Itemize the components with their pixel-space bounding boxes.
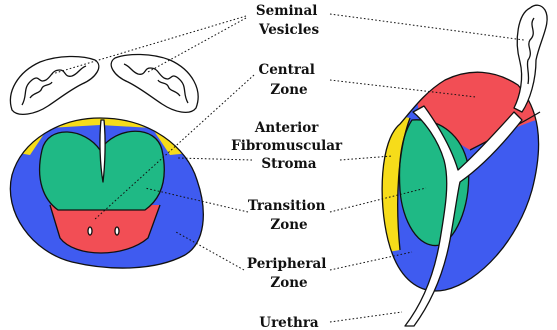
label-central-zone-line2: Zone [270, 82, 307, 98]
label-afs-line3: Stroma [261, 156, 316, 172]
seminal-vesicle-left [10, 56, 98, 114]
label-seminal-vesicles-line1: Seminal [256, 3, 317, 19]
label-urethra: Urethra [259, 315, 319, 330]
label-seminal-vesicles-line2: Vesicles [258, 22, 319, 38]
label-transition-zone-line1: Transition [248, 198, 326, 214]
sagittal-section [370, 5, 557, 326]
axial-cross-section [0, 110, 220, 280]
label-afs-line2: Fibromuscular [231, 138, 343, 154]
label-seminal-vesicles: Seminal Vesicles [256, 3, 322, 38]
label-transition-zone: Transition Zone [248, 198, 330, 233]
label-anterior-fibromuscular-stroma: Anterior Fibromuscular Stroma [231, 120, 347, 172]
label-transition-zone-line2: Zone [270, 217, 307, 233]
label-central-zone: Central Zone [258, 62, 319, 98]
ejaculatory-duct-left [88, 227, 92, 235]
label-urethra-line1: Urethra [259, 315, 319, 330]
ejaculatory-duct-right [115, 227, 119, 235]
label-central-zone-line1: Central [258, 62, 314, 78]
seminal-vesicle-right [111, 54, 198, 112]
label-peripheral-zone-line2: Zone [270, 275, 307, 291]
seminal-vesicle-sagittal [514, 5, 547, 112]
label-peripheral-zone: Peripheral Zone [247, 256, 331, 291]
labels: Seminal Vesicles Central Zone Anterior F… [231, 3, 347, 330]
label-afs-line1: Anterior [254, 120, 319, 136]
seminal-vesicles-axial [10, 54, 198, 114]
label-peripheral-zone-line1: Peripheral [247, 256, 326, 272]
